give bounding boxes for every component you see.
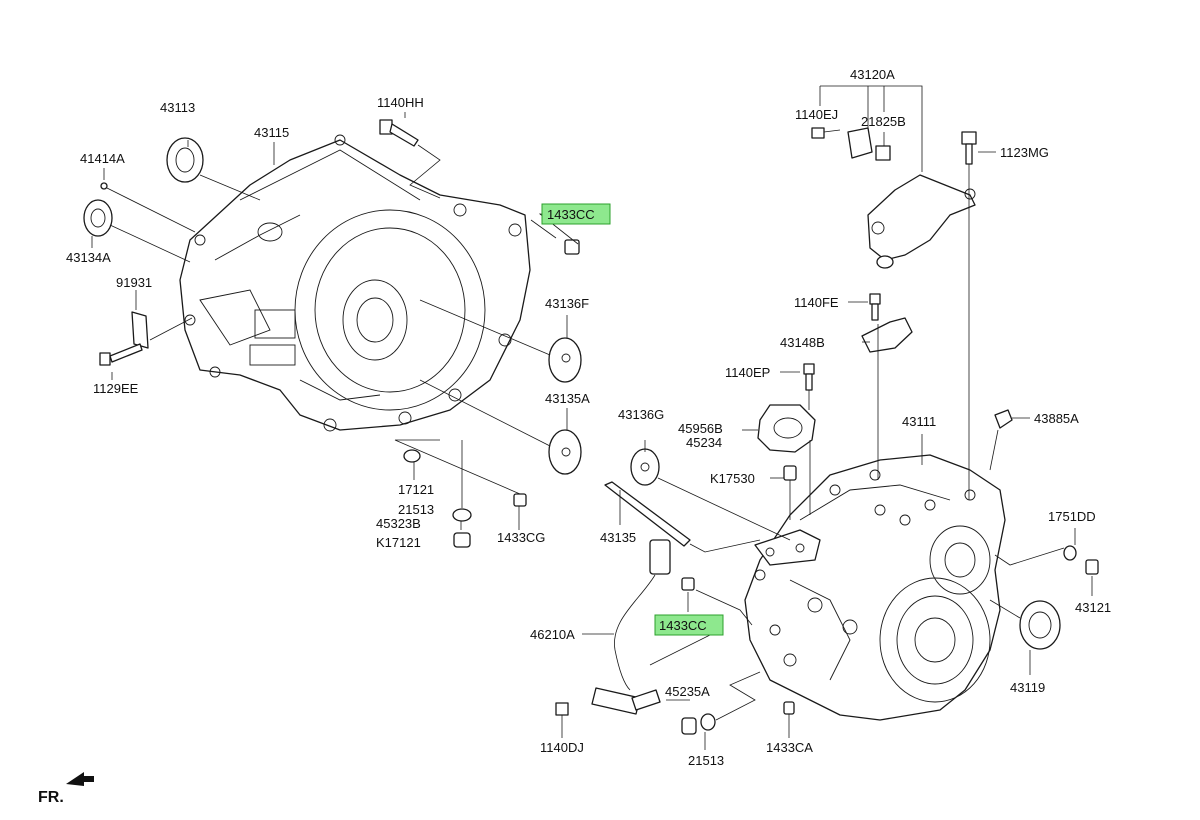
bolt-1140EP <box>803 363 815 391</box>
seal-43134A <box>83 199 113 237</box>
label-1140DJ: 1140DJ <box>540 740 584 755</box>
highlight-1433CC-bottom <box>654 614 724 636</box>
label-43111: 43111 <box>902 414 936 429</box>
plate-43136G <box>630 448 660 486</box>
plug-45235A <box>681 717 697 735</box>
label-41414A: 41414A <box>80 151 125 166</box>
bolt-1140DJ <box>555 702 569 716</box>
front-label: FR. <box>38 789 64 806</box>
bracket-91931 <box>131 311 149 349</box>
label-1140EP: 1140EP <box>725 365 770 380</box>
label-21825B: 21825B <box>861 114 906 129</box>
front-arrow-icon <box>66 772 94 786</box>
label-K17121: K17121 <box>376 535 421 550</box>
washer-21513-left <box>452 508 472 522</box>
clutch-housing <box>179 134 531 432</box>
label-43120A: 43120A <box>850 67 895 82</box>
label-43113: 43113 <box>160 100 195 115</box>
leader-lines <box>91 85 1093 750</box>
plug-K17121 <box>453 532 471 548</box>
bolt-1140FE <box>869 293 881 321</box>
dowel-1433CC-bottom <box>681 577 695 591</box>
washer-1751DD <box>1063 545 1077 561</box>
label-45956B: 45956B <box>678 421 723 436</box>
label-43136G: 43136G <box>618 407 664 422</box>
label-46210A: 46210A <box>530 627 575 642</box>
mount-bracket-43120A <box>867 174 976 269</box>
label-43119: 43119 <box>1010 680 1045 695</box>
bolt-1140HH <box>379 119 419 147</box>
front-direction-marker: FR. <box>38 772 94 806</box>
label-21513-right: 21513 <box>688 753 724 768</box>
part-labels: 43113 43115 1140HH 41414A 43134A 1433CC … <box>66 67 1111 768</box>
bolt-1129EE <box>99 343 143 366</box>
label-43134A: 43134A <box>66 250 111 265</box>
seal-43119 <box>1019 600 1061 650</box>
seal-17121 <box>403 449 421 463</box>
label-43136F: 43136F <box>545 296 589 311</box>
plug-43121 <box>1085 559 1099 575</box>
bolt-1140EJ <box>811 127 825 139</box>
label-17121: 17121 <box>398 482 434 497</box>
seal-43113 <box>166 137 204 183</box>
pin-41414A <box>100 182 108 190</box>
transaxle-case <box>744 454 1006 721</box>
block-21825B <box>875 145 891 161</box>
bolt-1123MG <box>961 131 977 165</box>
washer-21513-right <box>700 713 716 731</box>
label-1140EJ: 1140EJ <box>795 107 838 122</box>
label-1140HH: 1140HH <box>377 95 424 110</box>
bracket-43148B <box>861 317 913 353</box>
label-1123MG: 1123MG <box>1000 145 1049 160</box>
label-1433CC-top: 1433CC <box>547 207 595 222</box>
label-43135A: 43135A <box>545 391 590 406</box>
label-1433CC-bottom: 1433CC <box>659 618 707 633</box>
label-91931: 91931 <box>116 275 152 290</box>
label-1129EE: 1129EE <box>93 381 139 396</box>
shift-bracket-on-case <box>754 529 821 566</box>
label-45234: 45234 <box>686 435 722 450</box>
label-1140FE: 1140FE <box>794 295 839 310</box>
sensor-45956B <box>757 404 816 453</box>
dowel-1433CA <box>783 701 795 715</box>
label-K17530: K17530 <box>710 471 755 486</box>
dowel-1433CG <box>513 493 527 507</box>
label-43885A: 43885A <box>1034 411 1079 426</box>
highlight-1433CC-top <box>541 203 611 225</box>
label-1433CA: 1433CA <box>766 740 813 755</box>
label-45323B: 45323B <box>376 516 421 531</box>
cap-K17530 <box>783 465 797 481</box>
label-43135: 43135 <box>600 530 636 545</box>
plate-43135A <box>548 429 582 475</box>
bracket-plate-1140EJ <box>847 127 873 159</box>
shift-rod-43135 <box>604 481 691 547</box>
plate-43136F <box>548 337 582 383</box>
label-1433CG: 1433CG <box>497 530 545 545</box>
label-45235A: 45235A <box>665 684 710 699</box>
label-1751DD: 1751DD <box>1048 509 1096 524</box>
pin-45235A <box>631 689 661 711</box>
label-43121: 43121 <box>1075 600 1111 615</box>
label-43115: 43115 <box>254 125 289 140</box>
label-43148B: 43148B <box>780 335 825 350</box>
harness-46210A <box>591 539 671 715</box>
label-21513-left: 21513 <box>398 502 434 517</box>
plug-43885A <box>994 409 1013 429</box>
dowel-1433CC-top <box>564 239 580 255</box>
